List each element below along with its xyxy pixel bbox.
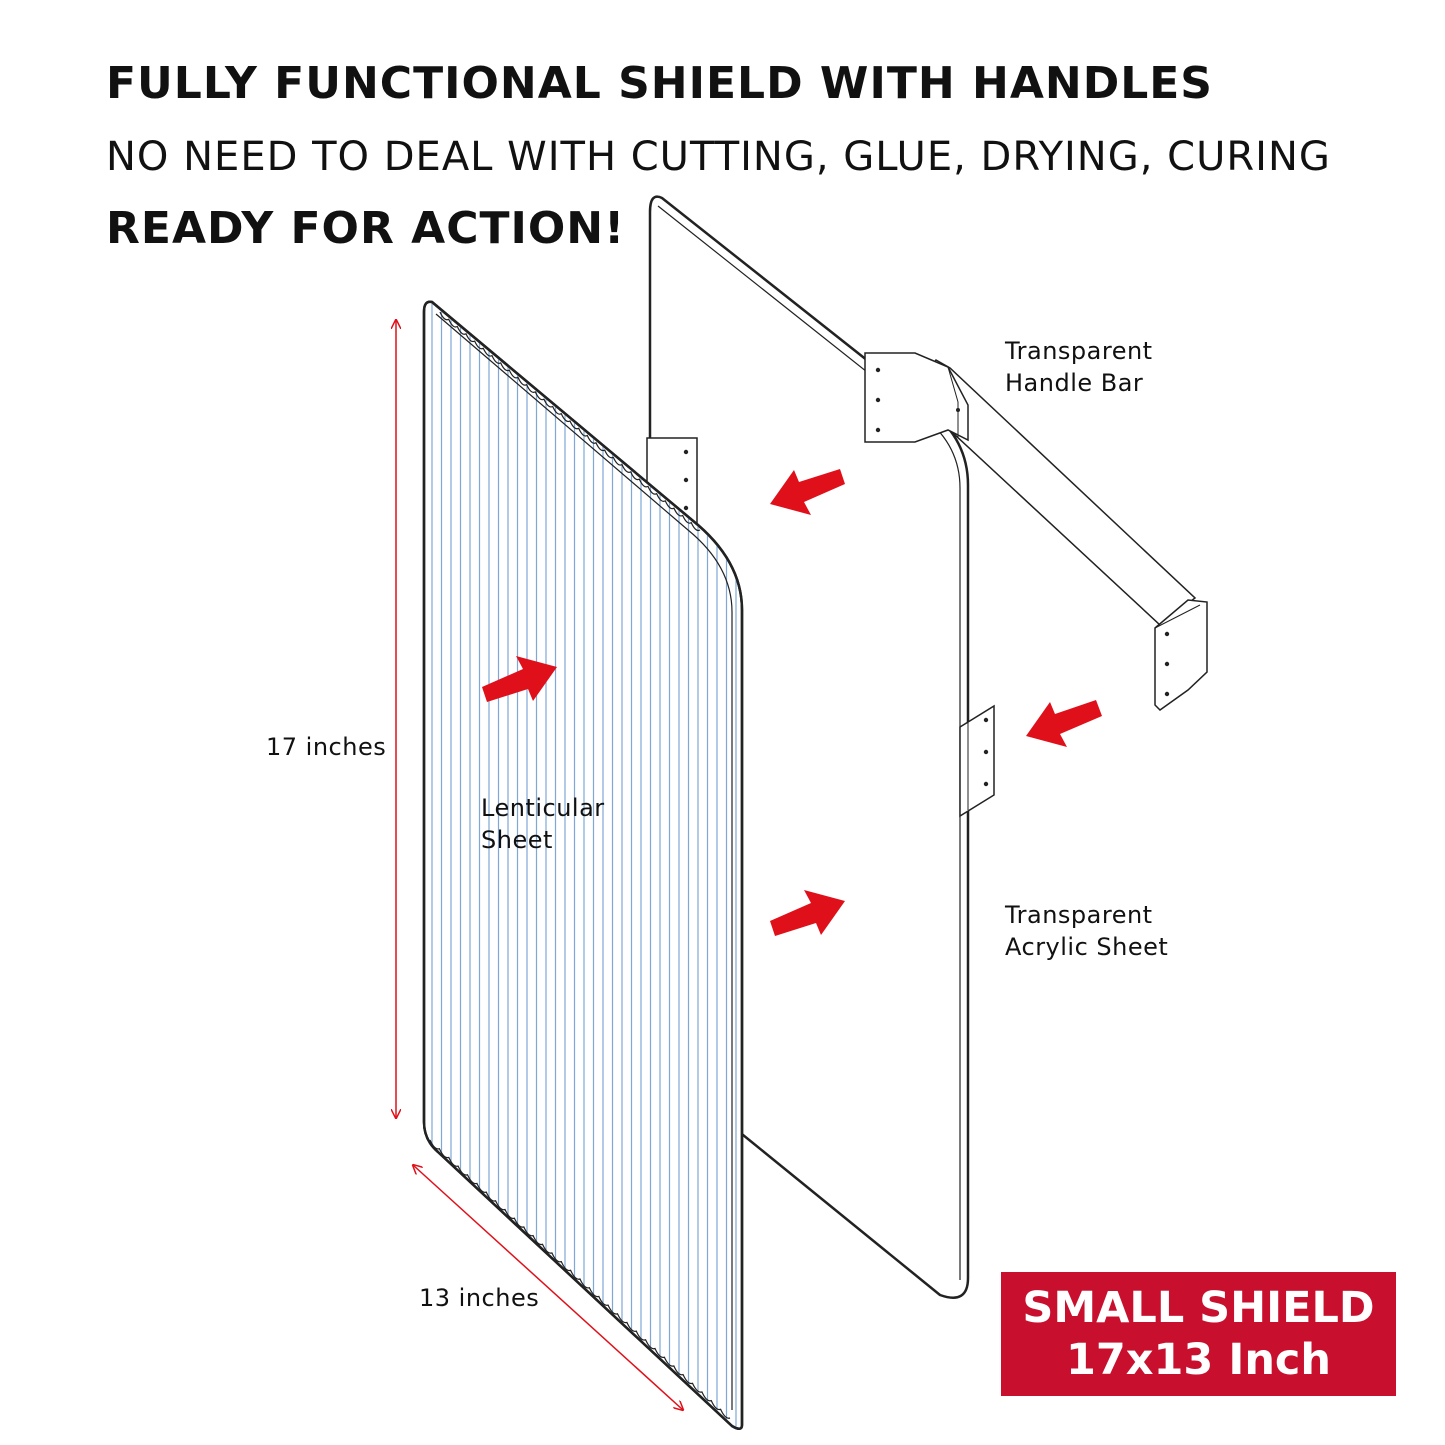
red-arrow-icon [770,890,845,936]
label-lenticular-line1: Lenticular [481,794,605,822]
red-arrow-icon [770,469,845,515]
lenticular-edge-scallop [439,311,701,532]
label-acrylic-line1: Transparent [1005,901,1153,929]
label-lenticular-line2: Sheet [481,826,553,854]
red-arrow-icon [482,656,557,702]
badge-title: SMALL SHIELD [1022,1283,1375,1333]
label-handle-bar-line2: Handle Bar [1005,369,1144,397]
headline-subtitle: NO NEED TO DEAL WITH CUTTING, GLUE, DRYI… [106,134,1331,180]
width-dimension-line [413,1165,683,1410]
headline-tagline: READY FOR ACTION! [106,203,626,254]
assembly-arrows [482,469,1102,936]
handle-bar [864,352,1208,711]
badge-size: 17x13 Inch [1065,1335,1332,1385]
headline-title: FULLY FUNCTIONAL SHIELD WITH HANDLES [106,58,1213,109]
label-handle-bar-line1: Transparent [1005,337,1153,365]
label-handle-bar: Transparent Handle Bar [1005,335,1153,399]
size-badge: SMALL SHIELD 17x13 Inch [1001,1272,1396,1396]
bracket-right [959,704,995,818]
label-height: 17 inches [266,733,387,761]
label-lenticular-sheet: Lenticular Sheet [481,792,605,856]
label-acrylic-line2: Acrylic Sheet [1005,933,1169,961]
label-width: 13 inches [419,1284,540,1312]
red-arrow-icon [1026,700,1102,747]
label-acrylic-sheet: Transparent Acrylic Sheet [1005,899,1168,963]
